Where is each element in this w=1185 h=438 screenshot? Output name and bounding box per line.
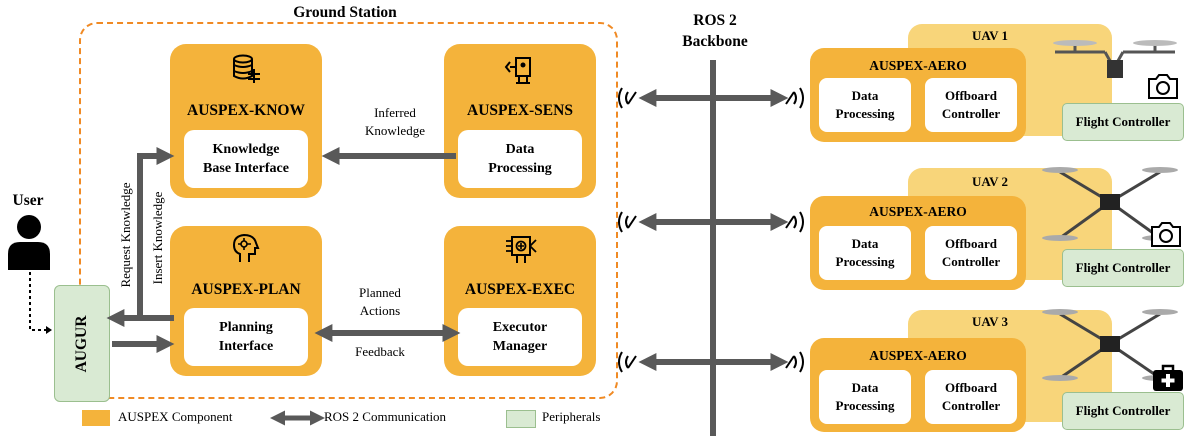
user-icon: [8, 215, 50, 270]
user-to-augur-arrow: [29, 272, 48, 331]
uav2-oc-line2: Controller: [941, 254, 1001, 269]
uav2-data-processing: Data Processing: [819, 226, 911, 280]
executor-manager: Executor Manager: [458, 308, 582, 366]
user-label: User: [12, 192, 44, 209]
uav3-oc-line2: Controller: [941, 398, 1001, 413]
planned-actions-label: Planned Actions: [345, 284, 415, 320]
uav1-dp-line2: Processing: [835, 106, 895, 121]
exec-inner-line1: Executor: [492, 320, 548, 335]
planned-line2: Actions: [359, 303, 401, 318]
auspex-plan-box: AUSPEX-PLAN Planning Interface: [170, 226, 322, 376]
uav3-data-processing: Data Processing: [819, 370, 911, 424]
database-icon: [233, 54, 260, 83]
auspex-exec-box: AUSPEX-EXEC Executor Manager: [444, 226, 596, 376]
brain-circuit-icon: [232, 233, 260, 262]
plan-inner-line2: Interface: [218, 339, 274, 354]
auspex-sens-box: AUSPEX-SENS Data Processing: [444, 44, 596, 198]
uav1-data-processing: Data Processing: [819, 78, 911, 132]
legend-ros-label: ROS 2 Communication: [324, 409, 447, 424]
inferred-knowledge-label: Inferred Knowledge: [355, 104, 435, 140]
uav3-dp-line2: Processing: [835, 398, 895, 413]
uav1-oc-line1: Offboard: [945, 88, 997, 103]
planning-interface: Planning Interface: [184, 308, 308, 366]
uav3-label: UAV 3: [971, 314, 1008, 329]
uav3-oc-line1: Offboard: [945, 380, 997, 395]
feedback-label: Feedback: [355, 344, 405, 359]
uav2-aero-title: AUSPEX-AERO: [869, 204, 967, 219]
drone-uav1-icon: [1053, 40, 1177, 78]
wireless-icon: [618, 211, 804, 233]
request-knowledge-arrow: [137, 147, 175, 320]
uav1-oc-line2: Controller: [941, 106, 1001, 121]
inferred-line1: Inferred: [374, 105, 416, 120]
legend-component-label: AUSPEX Component: [118, 409, 233, 424]
drone-uav3-icon: [1042, 309, 1178, 381]
know-inner-line1: Knowledge: [212, 142, 280, 157]
augur-box: AUGUR: [54, 285, 110, 402]
uav1-aero-box: AUSPEX-AERO Data Processing Offboard Con…: [810, 48, 1026, 142]
uav2-dp-line2: Processing: [835, 254, 895, 269]
camera-icon: [1151, 222, 1181, 247]
uav1-offboard-controller: Offboard Controller: [925, 78, 1017, 132]
actuator-icon: [506, 236, 537, 263]
uav1-label: UAV 1: [971, 28, 1008, 43]
legend-peripherals-label: Peripherals: [542, 409, 601, 424]
planned-line1: Planned: [359, 285, 401, 300]
legend-component-swatch: [82, 410, 110, 426]
medkit-icon: [1153, 364, 1183, 391]
ground-station-frame: [79, 22, 618, 399]
sens-inner-line1: Data: [505, 142, 535, 157]
ros-backbone-line1: ROS 2: [693, 12, 737, 29]
ground-station-title: Ground Station: [293, 4, 397, 21]
ros-backbone-line2: Backbone: [682, 33, 748, 50]
uav3-flight-controller: Flight Controller: [1062, 392, 1184, 430]
uav1-dp-line1: Data: [851, 88, 879, 103]
wireless-icon: [618, 351, 804, 373]
auspex-know-box: AUSPEX-KNOW Knowledge Base Interface: [170, 44, 322, 198]
sensor-icon: [504, 57, 531, 84]
uav3-dp-line1: Data: [851, 380, 879, 395]
auspex-sens-title: AUSPEX-SENS: [467, 102, 573, 119]
sens-data-processing: Data Processing: [458, 130, 582, 188]
inferred-line2: Knowledge: [365, 123, 425, 138]
uav2-flight-controller: Flight Controller: [1062, 249, 1184, 287]
legend-peripherals-swatch: [506, 410, 536, 428]
uav1-aero-title: AUSPEX-AERO: [869, 58, 967, 73]
plan-inner-line1: Planning: [219, 320, 273, 335]
know-inner-line2: Base Interface: [203, 161, 289, 176]
uav2-label: UAV 2: [971, 174, 1008, 189]
uav3-offboard-controller: Offboard Controller: [925, 370, 1017, 424]
wireless-icon: [618, 87, 804, 109]
uav2-offboard-controller: Offboard Controller: [925, 226, 1017, 280]
auspex-plan-title: AUSPEX-PLAN: [191, 281, 301, 298]
uav2-dp-line1: Data: [851, 236, 879, 251]
auspex-know-title: AUSPEX-KNOW: [187, 102, 305, 119]
knowledge-base-interface: Knowledge Base Interface: [184, 130, 308, 188]
uav2-aero-box: AUSPEX-AERO Data Processing Offboard Con…: [810, 196, 1026, 290]
camera-icon: [1148, 74, 1178, 99]
exec-inner-line2: Manager: [492, 339, 548, 354]
sens-inner-line2: Processing: [488, 161, 552, 176]
uav2-oc-line1: Offboard: [945, 236, 997, 251]
uav3-aero-title: AUSPEX-AERO: [869, 348, 967, 363]
ros-backbone-label: ROS 2 Backbone: [660, 10, 770, 52]
uav1-flight-controller: Flight Controller: [1062, 103, 1184, 141]
uav3-aero-box: AUSPEX-AERO Data Processing Offboard Con…: [810, 338, 1026, 432]
auspex-exec-title: AUSPEX-EXEC: [464, 281, 576, 298]
